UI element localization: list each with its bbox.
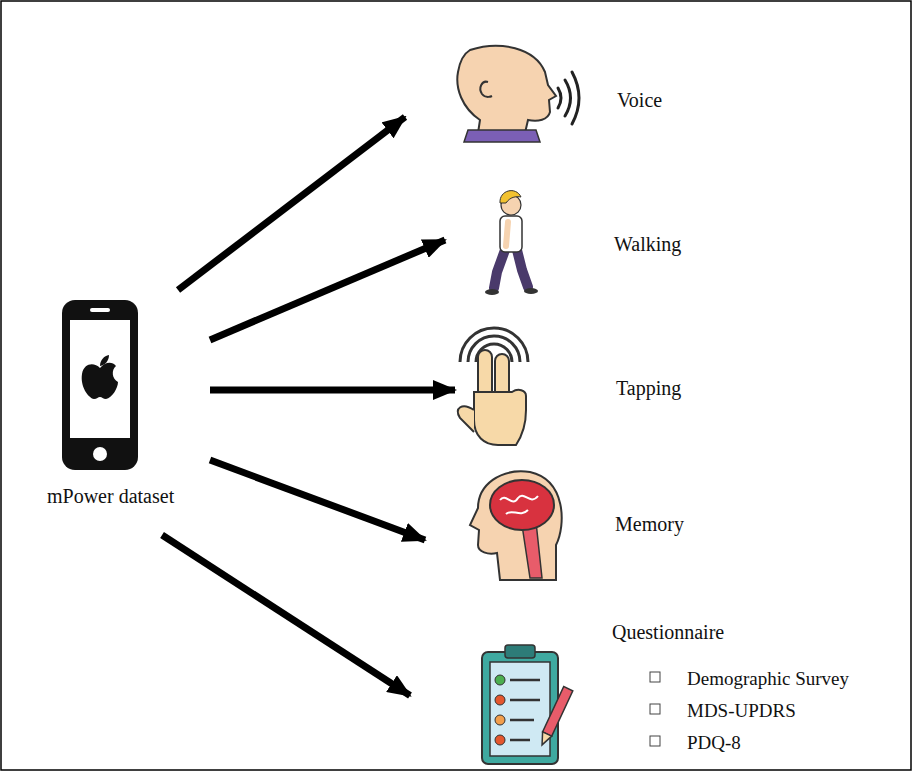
arrow-connector — [178, 117, 405, 290]
clipboard-icon — [482, 645, 573, 764]
icon-node: Tapping — [455, 325, 690, 450]
tapping-icon — [458, 328, 528, 445]
list-item: MDS-UPDRS — [687, 700, 796, 723]
arrow-connector — [210, 240, 445, 340]
node-label: Voice — [617, 88, 662, 112]
node-label: Walking — [614, 232, 681, 256]
icon-node: Memory — [425, 465, 690, 585]
phone-icon — [62, 300, 138, 470]
node-label: Tapping — [616, 376, 681, 400]
memory-icon — [470, 471, 562, 580]
icon-node: Walking — [445, 180, 690, 300]
node-label: Questionnaire — [612, 620, 724, 644]
arrow-connector — [210, 386, 455, 393]
arrow-connector — [162, 535, 410, 696]
bullet-boxes — [650, 672, 660, 746]
icon-node: QuestionnaireDemographic SurveyMDS-UPDRS… — [410, 615, 905, 767]
arrow-connector — [210, 460, 425, 540]
node-label: Memory — [615, 512, 684, 536]
list-item: PDQ-8 — [687, 732, 741, 755]
walking-icon — [485, 191, 538, 295]
voice-icon — [457, 46, 579, 142]
node-label: mPower dataset — [47, 484, 174, 508]
icon-node: mPower dataset — [40, 290, 210, 535]
list-item: Demographic Survey — [687, 668, 849, 691]
icon-node: Voice — [405, 40, 690, 150]
